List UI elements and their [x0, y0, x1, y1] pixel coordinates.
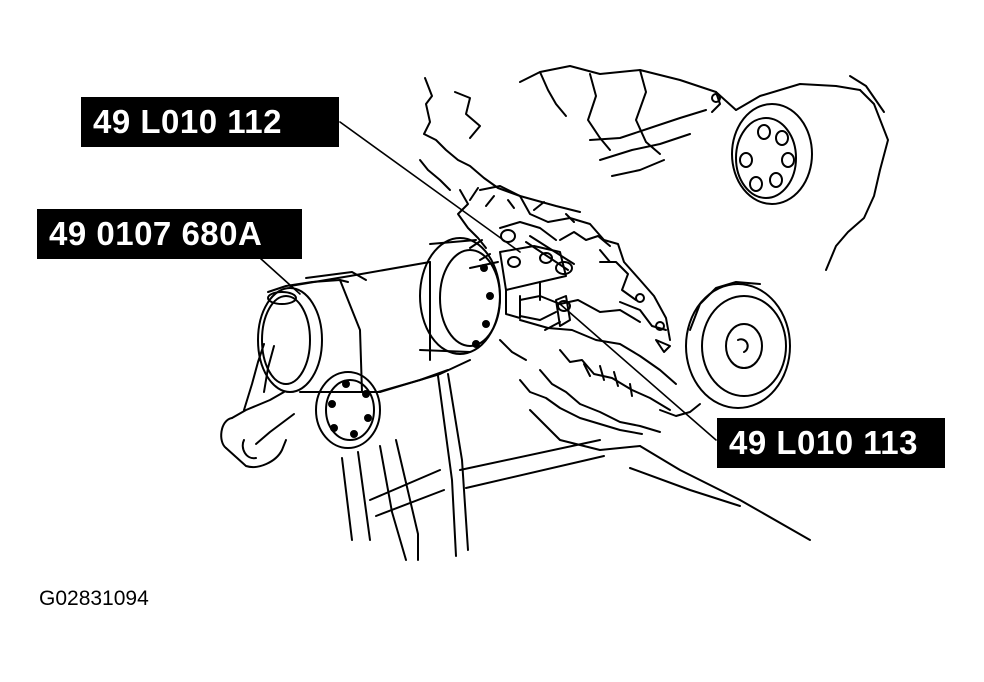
engine-stand-head: [220, 237, 501, 468]
figure-code: G02831094: [39, 587, 149, 610]
crank-pulley: [685, 281, 791, 409]
engine-side-details: [469, 185, 701, 435]
callout-label-49-l010-113: 49 L010 113: [717, 418, 945, 468]
mounting-brackets: [469, 229, 575, 327]
callout-label-49-l010-112: 49 L010 112: [81, 97, 339, 147]
upper-pulley: [731, 103, 813, 205]
leader-lines: [259, 121, 717, 441]
callout-label-49-0107-680a: 49 0107 680A: [37, 209, 302, 259]
engine-stand-frame: [341, 373, 811, 561]
engine-block: [419, 65, 889, 271]
